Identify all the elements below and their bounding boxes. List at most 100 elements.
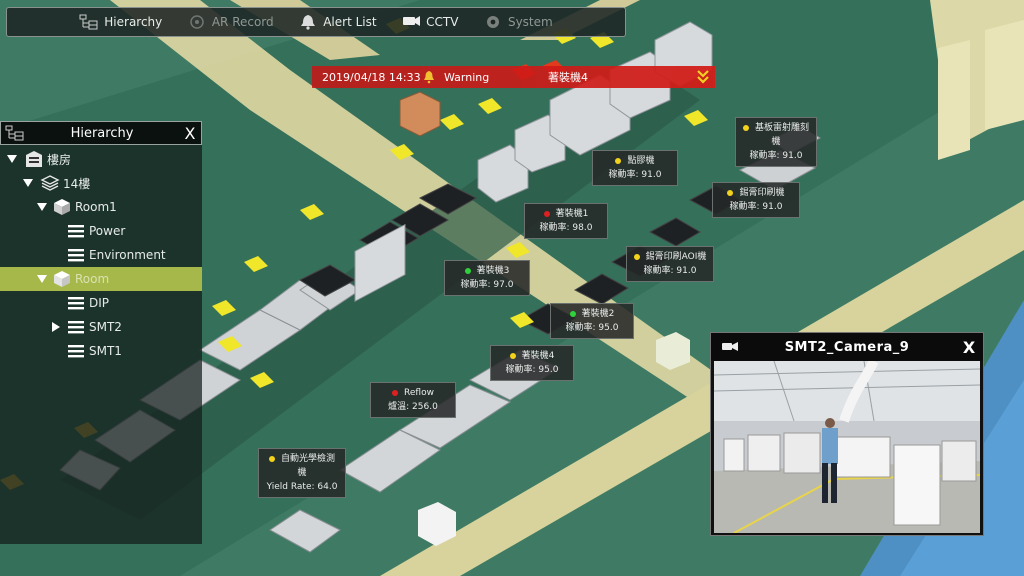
expand-arrow-icon[interactable]: [36, 201, 48, 213]
tree-item-environment[interactable]: Environment: [0, 243, 202, 267]
hierarchy-close-button[interactable]: X: [184, 123, 196, 143]
tree-item-power[interactable]: Power: [0, 219, 202, 243]
building-icon: [26, 151, 42, 167]
tree-item-label: Room: [75, 272, 110, 286]
cctv-title: SMT2_Camera_9: [784, 339, 910, 355]
top-navigation-bar: Hierarchy AR Record Alert List CCTV Syst…: [6, 7, 626, 37]
expand-arrow-icon[interactable]: [36, 273, 48, 285]
ar-record-icon: [190, 15, 204, 29]
tree-item-room[interactable]: Room: [0, 267, 202, 291]
machine-name: 錫膏印刷AOI機: [645, 252, 707, 262]
hierarchy-icon: [5, 125, 24, 141]
expand-arrow-icon[interactable]: [6, 153, 18, 165]
tree-item-smt2[interactable]: SMT2: [0, 315, 202, 339]
tree-item-label: SMT2: [89, 320, 122, 334]
hierarchy-icon: [79, 14, 98, 30]
status-dot: [509, 352, 516, 359]
cctv-header: SMT2_Camera_9 X: [711, 333, 983, 361]
alert-banner[interactable]: 2019/04/18 14:33 Warning 著裝機4: [312, 66, 715, 88]
nav-cctv-label: CCTV: [426, 15, 459, 29]
nav-ar-record[interactable]: AR Record: [187, 14, 274, 30]
tree-item-label: Environment: [89, 248, 166, 262]
tree-item-smt1[interactable]: SMT1: [0, 339, 202, 363]
cctv-video-feed: [714, 361, 980, 533]
machine-metric: Yield Rate: 64.0: [266, 482, 338, 492]
machine-name: 錫膏印刷機: [739, 188, 785, 198]
machine-metric: 稼動率: 97.0: [460, 280, 514, 290]
machine-metric: 稼動率: 91.0: [729, 202, 783, 212]
machine-label-mounter-1[interactable]: 著裝機1 稼動率: 98.0: [524, 203, 608, 239]
machine-name: 著裝機4: [521, 351, 555, 361]
chevron-down-icon[interactable]: [696, 69, 710, 85]
nav-alert-list-label: Alert List: [323, 15, 377, 29]
tree-item-label: DIP: [89, 296, 110, 310]
machine-name: 點膠機: [627, 156, 655, 166]
nav-hierarchy-label: Hierarchy: [104, 15, 163, 29]
machine-label-solder-aoi[interactable]: 錫膏印刷AOI機 稼動率: 91.0: [626, 246, 714, 282]
status-dot: [268, 455, 275, 462]
camera-icon: [722, 342, 738, 351]
machine-metric: 稼動率: 91.0: [749, 151, 803, 161]
machine-label-mounter-3[interactable]: 著裝機3 稼動率: 97.0: [444, 260, 530, 296]
list-icon: [68, 345, 84, 358]
status-dot: [615, 157, 622, 164]
machine-metric: 稼動率: 91.0: [643, 266, 697, 276]
nav-hierarchy[interactable]: Hierarchy: [79, 14, 162, 30]
machine-name: 基板雷射雕刻機: [754, 123, 809, 147]
machine-label-solder-printer[interactable]: 錫膏印刷機 稼動率: 91.0: [712, 182, 800, 218]
status-dot: [543, 210, 550, 217]
camera-icon: [403, 16, 421, 26]
tree-item-label: Power: [89, 224, 126, 238]
machine-label-dispenser[interactable]: 點膠機 稼動率: 91.0: [592, 150, 678, 186]
cctv-close-button[interactable]: X: [962, 337, 976, 357]
tree-item-label: Room1: [75, 200, 117, 214]
status-dot: [569, 310, 576, 317]
list-icon: [68, 249, 84, 262]
machine-name: 自動光學檢測機: [280, 454, 335, 478]
list-icon: [68, 297, 84, 310]
machine-name: 著裝機3: [476, 266, 510, 276]
status-dot: [727, 189, 734, 196]
hierarchy-panel-title: Hierarchy: [70, 125, 134, 141]
gear-icon: [486, 16, 499, 28]
tree-item-dip[interactable]: DIP: [0, 291, 202, 315]
machine-metric: 稼動率: 91.0: [608, 170, 662, 180]
nav-cctv[interactable]: CCTV: [401, 14, 458, 30]
hierarchy-panel: Hierarchy X 樓房 14樓 Room1 Power Environme…: [0, 121, 202, 544]
nav-ar-record-label: AR Record: [211, 15, 274, 29]
machine-label-mounter-2[interactable]: 著裝機2 稼動率: 95.0: [550, 303, 634, 339]
alert-level: Warning: [444, 70, 490, 84]
machine-metric: 稼動率: 95.0: [565, 323, 619, 333]
hierarchy-panel-header: Hierarchy X: [0, 121, 202, 145]
status-dot: [742, 124, 749, 131]
collapsed-arrow-icon[interactable]: [50, 321, 62, 333]
nav-system[interactable]: System: [483, 14, 553, 30]
machine-metric: 稼動率: 98.0: [539, 223, 593, 233]
machine-name: Reflow: [404, 388, 434, 398]
tree-item-room1[interactable]: Room1: [0, 195, 202, 219]
tree-item-label: SMT1: [89, 344, 122, 358]
machine-label-reflow[interactable]: Reflow 爐溫: 256.0: [370, 382, 456, 418]
cube-icon: [54, 271, 70, 287]
warning-bell-icon: [424, 71, 434, 84]
tree-item-label: 樓房: [47, 152, 72, 167]
cube-icon: [54, 199, 70, 215]
machine-metric: 爐溫: 256.0: [388, 402, 438, 412]
status-dot: [633, 253, 640, 260]
tree-item-building[interactable]: 樓房: [0, 147, 202, 171]
bell-icon: [301, 15, 316, 30]
layers-icon: [40, 175, 60, 191]
cctv-window[interactable]: SMT2_Camera_9 X: [710, 332, 984, 536]
expand-arrow-icon[interactable]: [22, 177, 34, 189]
machine-label-mounter-4[interactable]: 著裝機4 稼動率: 95.0: [490, 345, 574, 381]
status-dot: [392, 389, 399, 396]
machine-label-laser-engraver[interactable]: 基板雷射雕刻機 稼動率: 91.0: [735, 117, 817, 167]
alert-timestamp: 2019/04/18 14:33: [322, 70, 421, 84]
nav-alert-list[interactable]: Alert List: [298, 14, 377, 30]
machine-label-aoi[interactable]: 自動光學檢測機 Yield Rate: 64.0: [258, 448, 346, 498]
list-icon: [68, 321, 84, 334]
machine-metric: 稼動率: 95.0: [505, 365, 559, 375]
tree-item-floor-14[interactable]: 14樓: [0, 171, 202, 195]
status-dot: [464, 267, 471, 274]
alert-source: 著裝機4: [548, 71, 588, 84]
